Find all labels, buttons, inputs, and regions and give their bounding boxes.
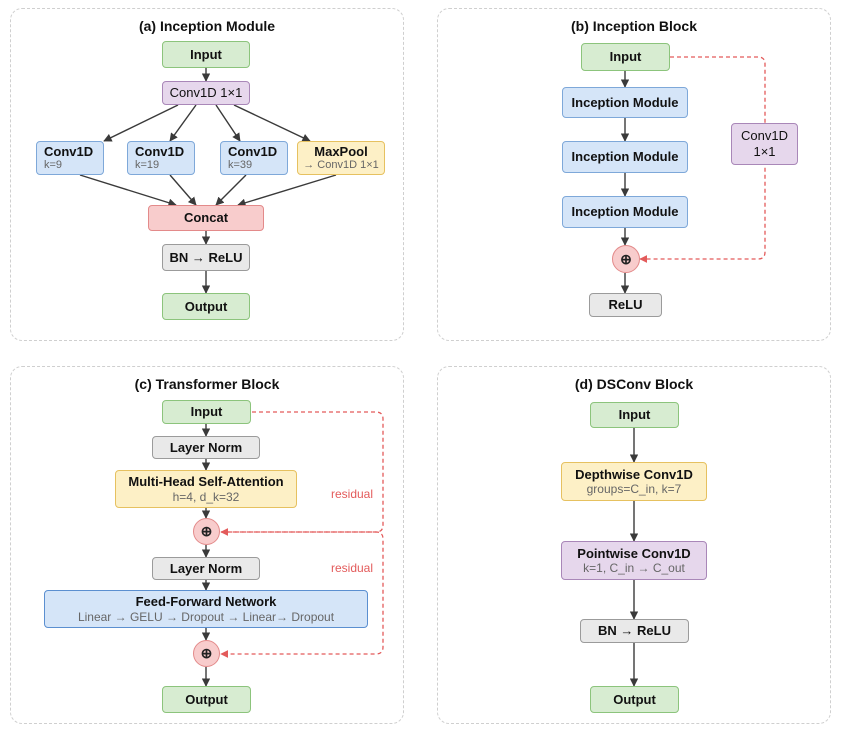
c-ffn-title: Feed-Forward Network bbox=[135, 594, 277, 609]
c-ffn-node: Feed-Forward Network Linear → GELU → Dro… bbox=[44, 590, 368, 628]
c-mhsa-sub: h=4, d_k=32 bbox=[172, 489, 240, 504]
b-shortcut-line2: 1×1 bbox=[753, 144, 776, 159]
b-add-node: ⊕ bbox=[612, 245, 640, 273]
b-inception-module-1: Inception Module bbox=[562, 87, 688, 118]
d-depthwise-node: Depthwise Conv1D groups=C_in, k=7 bbox=[561, 462, 707, 501]
a-branch1-sub: k=9 bbox=[44, 159, 63, 172]
d-output-node: Output bbox=[590, 686, 679, 713]
d-output-label: Output bbox=[613, 691, 656, 707]
a-input-label: Input bbox=[190, 46, 222, 62]
panel-dsconv-block: (d) DSConv Block bbox=[437, 366, 831, 724]
edge-a-conv1x1-branch2 bbox=[169, 104, 197, 142]
a-branch-conv-k9: Conv1D k=9 bbox=[36, 141, 104, 175]
a-branch2-title: Conv1D bbox=[135, 143, 185, 159]
d-input-node: Input bbox=[590, 402, 679, 428]
d-bn-relu-label: BN → ReLU bbox=[598, 623, 671, 639]
panel-b-title: (b) Inception Block bbox=[571, 18, 697, 34]
c-output-label: Output bbox=[185, 691, 228, 707]
panel-inception-block: (b) Inception Block bbox=[437, 8, 831, 341]
c-layer-norm-1: Layer Norm bbox=[152, 436, 260, 459]
b-relu-label: ReLU bbox=[608, 297, 643, 313]
edge-a-conv1x1-branch3 bbox=[215, 104, 241, 142]
b-module3-label: Inception Module bbox=[571, 204, 679, 220]
c-add-node-1: ⊕ bbox=[193, 518, 220, 545]
c-mhsa-title: Multi-Head Self-Attention bbox=[128, 474, 284, 489]
a-output-label: Output bbox=[184, 298, 228, 314]
c-input-node: Input bbox=[162, 400, 251, 424]
a-branch-conv-k19: Conv1D k=19 bbox=[127, 141, 195, 175]
d-depthwise-title: Depthwise Conv1D bbox=[575, 466, 693, 482]
edge-a-branch4-concat bbox=[237, 174, 337, 207]
a-output-node: Output bbox=[162, 293, 250, 320]
panel-a-title: (a) Inception Module bbox=[138, 18, 276, 34]
b-module2-label: Inception Module bbox=[571, 149, 679, 165]
a-concat-label: Concat bbox=[183, 210, 229, 226]
c-norm2-label: Layer Norm bbox=[169, 560, 243, 576]
edge-a-branch3-concat bbox=[215, 174, 247, 206]
c-mhsa-node: Multi-Head Self-Attention h=4, d_k=32 bbox=[115, 470, 297, 508]
edge-c-residual-2 bbox=[220, 531, 384, 658]
panel-c-title: (c) Transformer Block bbox=[134, 376, 280, 392]
d-depthwise-sub: groups=C_in, k=7 bbox=[586, 482, 682, 497]
edge-a-branch2-concat bbox=[169, 174, 197, 206]
a-bn-relu-label: BN → ReLU bbox=[169, 249, 243, 265]
edge-a-branch1-concat bbox=[79, 174, 177, 207]
b-inception-module-2: Inception Module bbox=[562, 141, 688, 173]
panel-inception-module: (a) Inception Module bbox=[10, 8, 404, 341]
c-add-node-2: ⊕ bbox=[193, 640, 220, 667]
a-branch1-title: Conv1D bbox=[44, 143, 94, 159]
b-shortcut-conv-node: Conv1D 1×1 bbox=[731, 123, 798, 165]
a-branch4-sub: → Conv1D 1×1 bbox=[303, 159, 379, 172]
a-input-node: Input bbox=[162, 41, 250, 68]
c-norm1-label: Layer Norm bbox=[169, 439, 243, 455]
c-output-node: Output bbox=[162, 686, 251, 713]
panel-d-title: (d) DSConv Block bbox=[574, 376, 694, 392]
b-module1-label: Inception Module bbox=[571, 94, 679, 110]
d-pointwise-node: Pointwise Conv1D k=1, C_in → C_out bbox=[561, 541, 707, 580]
d-pointwise-title: Pointwise Conv1D bbox=[577, 545, 691, 561]
edge-b-shortcut bbox=[639, 56, 766, 263]
b-relu-node: ReLU bbox=[589, 293, 662, 317]
edge-c-residual-1 bbox=[220, 411, 384, 536]
a-branch4-title: MaxPool bbox=[314, 143, 368, 159]
a-branch-maxpool: MaxPool → Conv1D 1×1 bbox=[297, 141, 385, 175]
c-layer-norm-2: Layer Norm bbox=[152, 557, 260, 580]
b-input-label: Input bbox=[609, 49, 642, 65]
c-ffn-sub: Linear → GELU → Dropout → Linear→ Dropou… bbox=[77, 609, 335, 624]
b-inception-module-3: Inception Module bbox=[562, 196, 688, 228]
b-shortcut-line1: Conv1D bbox=[741, 128, 788, 144]
a-concat-node: Concat bbox=[148, 205, 264, 231]
panel-transformer-block: (c) Transformer Block bbox=[10, 366, 404, 724]
a-branch3-sub: k=39 bbox=[228, 159, 253, 172]
d-input-label: Input bbox=[618, 407, 651, 423]
a-conv1x1-node: Conv1D 1×1 bbox=[162, 81, 250, 105]
c-residual-label-2: residual bbox=[331, 561, 374, 575]
d-pointwise-sub: k=1, C_in → C_out bbox=[583, 561, 685, 576]
a-branch2-sub: k=19 bbox=[135, 159, 160, 172]
a-bn-relu-node: BN → ReLU bbox=[162, 244, 250, 271]
d-bn-relu-node: BN → ReLU bbox=[580, 619, 689, 643]
c-input-label: Input bbox=[190, 404, 223, 420]
a-branch-conv-k39: Conv1D k=39 bbox=[220, 141, 288, 175]
edge-a-conv1x1-branch1 bbox=[103, 104, 179, 142]
edge-a-conv1x1-branch4 bbox=[233, 104, 311, 142]
a-branch3-title: Conv1D bbox=[228, 143, 278, 159]
c-residual-label-1: residual bbox=[331, 487, 374, 501]
b-input-node: Input bbox=[581, 43, 670, 71]
a-conv1x1-label: Conv1D 1×1 bbox=[169, 85, 243, 101]
